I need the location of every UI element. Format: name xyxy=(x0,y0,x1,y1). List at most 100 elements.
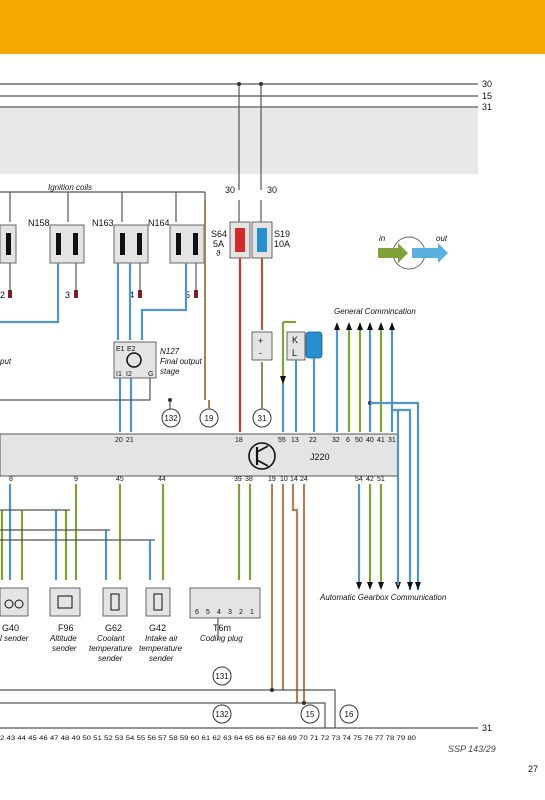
ecu-transistor-symbol xyxy=(248,442,276,470)
coil-label-n164: N164 xyxy=(148,218,170,228)
coil-pin-4: 4 xyxy=(129,290,134,300)
coil-n163 xyxy=(113,224,149,264)
ecu-top-pin: 41 xyxy=(377,437,385,444)
ecu-top-pin: 55 xyxy=(278,437,286,444)
bottom-circle-16: 16 xyxy=(345,710,354,719)
sensor-desc-g62-1: Coolant xyxy=(97,634,125,643)
ecu-bottom-pin-labels: 8 9 45 44 39 38 19 10 14 24 54 42 51 xyxy=(9,476,385,483)
header-bar xyxy=(0,0,545,54)
ecu-top-pin: 32 xyxy=(332,437,340,444)
coding-pin: 5 xyxy=(206,609,210,616)
coding-pin: 2 xyxy=(239,609,243,616)
n127-pin-e2: E2 xyxy=(127,346,136,353)
ecu-top-pin: 20 xyxy=(115,437,123,444)
auto-comm-label: Automatic Gearbox Communication xyxy=(319,593,447,602)
ecu-bottom-pin: 9 xyxy=(74,476,78,483)
coil-label-n158: N158 xyxy=(28,218,50,228)
fuse-s64-symbol: ϑ xyxy=(216,249,221,258)
ecu-bottom-pin: 39 xyxy=(234,476,242,483)
ecu-bottom-pin: 44 xyxy=(158,476,166,483)
battery-plus: + xyxy=(258,336,263,346)
fuse-top-label-1: 30 xyxy=(225,185,235,195)
kl-lines xyxy=(281,358,316,432)
circle-ref-19: 19 xyxy=(205,414,214,423)
general-comm-label: General Commincation xyxy=(334,307,416,316)
ecu-top-pin: 22 xyxy=(309,437,317,444)
n127-pin-i1: I1 xyxy=(116,371,122,378)
ecu-bottom-pin: 19 xyxy=(268,476,276,483)
ecu-name: J220 xyxy=(310,452,330,462)
rail-label-30: 30 xyxy=(482,79,492,89)
kl-l: L xyxy=(292,348,297,358)
sensor-lines xyxy=(0,484,383,703)
sensor-desc-g62-3: sender xyxy=(98,654,123,663)
fuse-top-label-2: 30 xyxy=(267,185,277,195)
fuse-s64-rating: 5A xyxy=(213,239,224,249)
sensor-desc-f96-1: Altitude xyxy=(49,634,77,643)
sensor-name-g40: G40 xyxy=(2,623,19,633)
ecu-bottom-pin: 54 xyxy=(355,476,363,483)
sensor-desc-f96-2: sender xyxy=(52,644,77,653)
n127-pin-e1: E1 xyxy=(116,346,125,353)
ecu-top-pin: 18 xyxy=(235,437,243,444)
sensor-name-g62: G62 xyxy=(105,623,122,633)
bottom-circle-15: 15 xyxy=(306,710,315,719)
sensor-g42 xyxy=(145,587,171,617)
ecu-top-pin: 50 xyxy=(355,437,363,444)
n127-desc-2: stage xyxy=(160,367,180,376)
sensor-desc-g42-2: temperature xyxy=(139,644,183,653)
coil-n164 xyxy=(169,224,205,264)
coil-left xyxy=(0,224,17,264)
coil-n158 xyxy=(49,224,85,264)
spark-plugs xyxy=(8,290,198,298)
ecu-bottom-pin: 10 xyxy=(280,476,288,483)
rail-label-31: 31 xyxy=(482,102,492,112)
ecu-j220 xyxy=(0,433,399,477)
ground-lines xyxy=(0,618,478,729)
sensor-desc-g40: l sender xyxy=(0,634,29,643)
ecu-bottom-pin: 8 xyxy=(9,476,13,483)
in-label: in xyxy=(379,234,386,243)
circle-ref-31: 31 xyxy=(258,414,267,423)
kl-k: K xyxy=(292,335,298,345)
ssp-reference: SSP 143/29 xyxy=(448,744,496,754)
coil-label-n163: N163 xyxy=(92,218,114,228)
sensor-name-g42: G42 xyxy=(149,623,166,633)
ecu-top-pin: 6 xyxy=(346,437,350,444)
sensor-desc-g42-1: Intake air xyxy=(145,634,178,643)
page-number: 27 xyxy=(528,764,539,774)
coil-outputs xyxy=(9,263,197,290)
sensor-desc-g42-3: sender xyxy=(149,654,174,663)
left-fragment-label: put xyxy=(0,357,12,366)
fuse-s19-rating: 10A xyxy=(274,239,290,249)
general-comm-arrows xyxy=(334,322,395,330)
n127-name: N127 xyxy=(160,347,180,356)
n127-desc-1: Final output xyxy=(160,357,203,366)
bottom-circle-131: 131 xyxy=(215,672,229,681)
ecu-top-pin: 31 xyxy=(388,437,396,444)
fuse-feeds xyxy=(238,84,262,190)
ecu-bottom-pin: 51 xyxy=(377,476,385,483)
sensor-g40 xyxy=(0,587,29,617)
sensor-name-t6m: T6m xyxy=(213,623,231,633)
sensor-desc-g62-2: temperature xyxy=(89,644,133,653)
ecu-top-pin: 13 xyxy=(291,437,299,444)
coil-pin-5b: 5 xyxy=(185,290,190,300)
n127-pin-i2: I2 xyxy=(126,371,132,378)
sensor-g62 xyxy=(102,587,128,617)
bottom-circle-132: 132 xyxy=(215,710,229,719)
ecu-bottom-pin: 14 xyxy=(290,476,298,483)
ecu-top-pin-labels: 20 21 18 55 13 22 32 6 50 40 41 31 xyxy=(115,437,396,444)
out-label: out xyxy=(436,234,448,243)
general-comm-lines xyxy=(335,328,394,432)
n127-ecu-lines xyxy=(118,378,133,432)
n127-box xyxy=(113,341,157,379)
sensor-name-f96: F96 xyxy=(58,623,74,633)
ecu-bottom-pin: 45 xyxy=(116,476,124,483)
coding-pin: 1 xyxy=(250,609,254,616)
coding-plug-pins: 6 5 4 3 2 1 xyxy=(195,609,254,616)
coding-pin: 3 xyxy=(228,609,232,616)
sensor-f96 xyxy=(49,587,81,617)
rail-label-15: 15 xyxy=(482,91,492,101)
